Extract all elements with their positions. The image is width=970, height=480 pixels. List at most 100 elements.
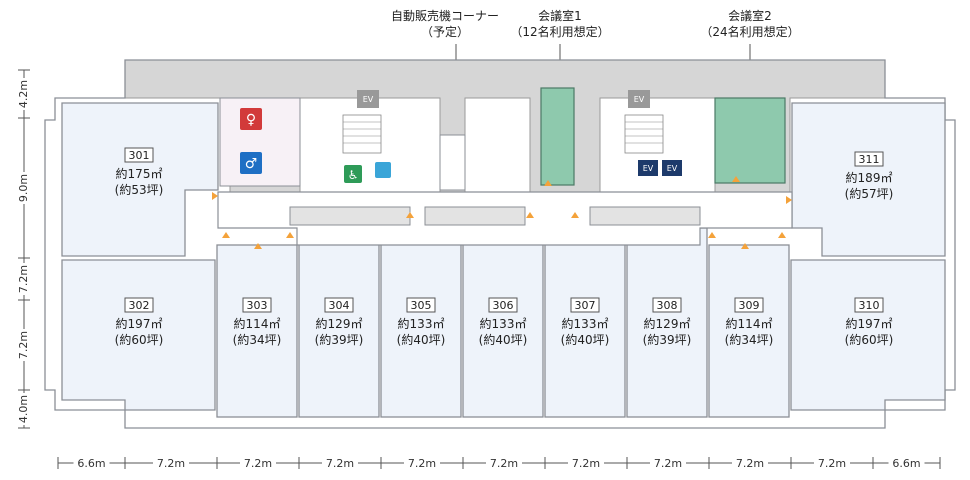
room-number: 311	[859, 153, 880, 166]
room-label-303: 303 約114㎡(約34坪)	[233, 297, 282, 347]
ev-dark-1-label: EV	[643, 164, 654, 173]
meeting1-label: 会議室1	[538, 8, 582, 23]
room-number: 306	[493, 299, 514, 312]
room-tsubo: (約57坪)	[845, 186, 894, 201]
dimension-bg	[486, 456, 522, 470]
building-outline	[44, 59, 956, 429]
mens-symbol: ♂	[245, 156, 258, 172]
corridor-partition-left	[289, 206, 411, 226]
vending-label: 自動販売機コーナー	[391, 8, 499, 23]
ev-dark-1	[638, 160, 658, 176]
dimension-label: 7.2m	[157, 457, 185, 470]
room-308[interactable]	[626, 227, 708, 418]
room-304[interactable]	[298, 227, 380, 418]
room-305[interactable]	[380, 214, 462, 418]
room-number: 304	[329, 299, 350, 312]
meeting-room-2[interactable]	[714, 97, 786, 184]
meeting2-label: 会議室2	[728, 8, 772, 23]
room-302[interactable]	[61, 259, 216, 411]
room-labels: 301約175㎡(約53坪)302約197㎡(約60坪)303約114㎡(約34…	[115, 147, 894, 347]
room-301[interactable]	[61, 102, 219, 257]
dimension-bg	[732, 456, 768, 470]
room-area: 約114㎡	[234, 316, 281, 331]
washbasin-icon	[375, 162, 391, 178]
room-number: 302	[129, 299, 150, 312]
ev-left-label: EV	[363, 95, 374, 104]
room-label-304: 304 約129㎡(約39坪)	[315, 297, 364, 347]
dimension-bg	[404, 456, 440, 470]
dimension-bg	[153, 456, 189, 470]
dimension-bg	[17, 263, 31, 295]
room-tsubo: (約39坪)	[643, 332, 692, 347]
ev-dark-2-label: EV	[667, 164, 678, 173]
dimension-label: 7.2m	[572, 457, 600, 470]
meeting1-sub-label: （12名利用想定）	[510, 24, 609, 39]
room-number: 307	[575, 299, 596, 312]
dimension-bg	[17, 78, 31, 110]
womens-symbol: ♀	[246, 112, 256, 128]
dimension-label: 6.6m	[77, 457, 105, 470]
ev-right	[628, 90, 650, 108]
dimension-label: 7.2m	[490, 457, 518, 470]
room-area: 約133㎡	[562, 316, 609, 331]
room-number-box	[652, 297, 682, 313]
ev-left	[357, 90, 379, 108]
room-label-311: 311 約189㎡(約57坪)	[845, 151, 894, 201]
meeting-room-1[interactable]	[540, 87, 575, 186]
room-number-box	[570, 297, 600, 313]
room-number: 305	[411, 299, 432, 312]
dimension-label: 7.2m	[654, 457, 682, 470]
room-area: 約129㎡	[316, 316, 363, 331]
room-number-box	[124, 147, 154, 163]
room-307[interactable]	[544, 227, 626, 418]
accessible-symbol: ♿	[348, 168, 359, 182]
room-number: 303	[247, 299, 268, 312]
dimension-label: 7.2m	[326, 457, 354, 470]
dimension-label: 7.2m	[818, 457, 846, 470]
dimension-bg	[17, 329, 31, 361]
meeting2-sub-label: （24名利用想定）	[700, 24, 799, 39]
dimension-label: 7.2m	[17, 265, 30, 293]
room-number-box	[854, 151, 884, 167]
dimension-label: 9.0m	[17, 174, 30, 202]
dimension-label: 6.6m	[892, 457, 920, 470]
room-310[interactable]	[790, 259, 946, 411]
room-area: 約189㎡	[846, 170, 893, 185]
room-306[interactable]	[462, 227, 544, 418]
room-tsubo: (約53坪)	[115, 182, 164, 197]
accessible-restroom-icon	[344, 165, 362, 183]
room-tsubo: (約40坪)	[397, 332, 446, 347]
dimension-label: 7.2m	[736, 457, 764, 470]
dimension-bg	[322, 456, 358, 470]
room-area: 約175㎡	[116, 166, 163, 181]
dimension-label: 7.2m	[17, 331, 30, 359]
mens-restroom-icon	[240, 152, 262, 174]
stairs-right	[624, 114, 664, 154]
room-number: 308	[657, 299, 678, 312]
room-tsubo: (約34坪)	[233, 332, 282, 347]
dimension-bg	[650, 456, 686, 470]
room-number: 301	[129, 149, 150, 162]
dimension-label: 4.2m	[17, 80, 30, 108]
ev-right-label: EV	[634, 95, 645, 104]
door-markers	[212, 176, 792, 249]
room-number-box	[488, 297, 518, 313]
dimension-bg	[888, 456, 925, 470]
room-309[interactable]	[708, 244, 790, 418]
room-303[interactable]	[216, 244, 298, 418]
corridor-partition-right	[589, 206, 701, 226]
womens-restroom-icon	[240, 108, 262, 130]
room-tsubo: (約60坪)	[845, 332, 894, 347]
room-number-box	[124, 297, 154, 313]
room-area: 約133㎡	[480, 316, 527, 331]
room-tsubo: (約39坪)	[315, 332, 364, 347]
dimension-bg	[568, 456, 604, 470]
room-number-box	[242, 297, 272, 313]
room-number-box	[406, 297, 436, 313]
